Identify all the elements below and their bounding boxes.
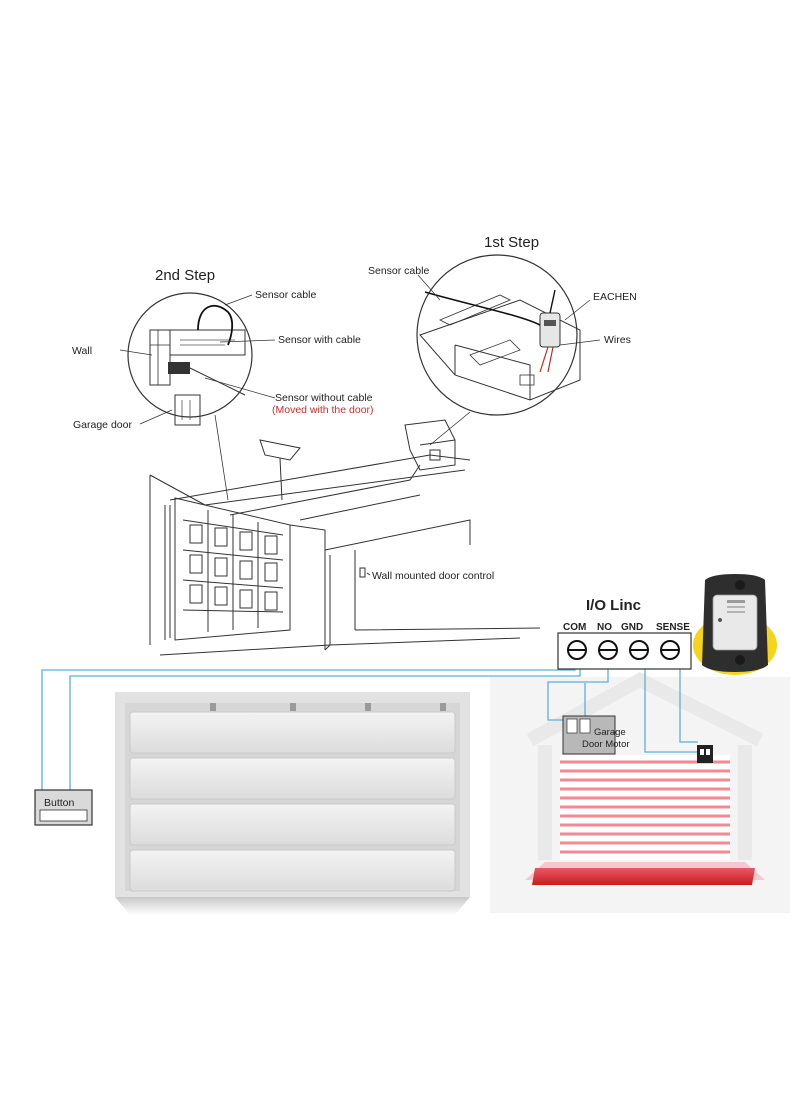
step1-detail: 1st Step Sensor cable EACHEN Wires: [368, 234, 637, 446]
garage-illustration: [149, 419, 541, 656]
sensor-block-icon: [168, 362, 190, 374]
terminal-screw-sense: [660, 640, 680, 660]
terminal-screw-no: [598, 640, 618, 660]
sensor-with-cable-label: Sensor with cable: [278, 334, 361, 346]
wall-control-label: Wall mounted door control: [372, 570, 494, 582]
wires-label: Wires: [604, 334, 631, 346]
terminal-screw-com: [567, 640, 587, 660]
sensor-without-cable-label: Sensor without cable: [275, 392, 373, 404]
step2-detail: 2nd Step Sensor cable Sensor with cable …: [72, 267, 374, 501]
red-striped-door: [525, 755, 765, 885]
step2-sensor-cable-label: Sensor cable: [255, 289, 316, 301]
step1-sensor-cable-label: Sensor cable: [368, 265, 429, 277]
wall-label: Wall: [72, 345, 92, 357]
door-sensor-icon: [697, 745, 713, 763]
garage-door-motor: Garage Door Motor: [562, 715, 630, 755]
moved-with-door-note: (Moved with the door): [272, 404, 374, 416]
button-device: Button: [34, 789, 93, 826]
garage-door-label: Garage door: [73, 419, 132, 431]
garage-door-illustration: [115, 692, 470, 915]
step2-title: 2nd Step: [155, 267, 215, 284]
eachen-module-icon: [539, 312, 561, 348]
terminal-screw-gnd: [629, 640, 649, 660]
terminal-label-com: COM: [563, 622, 586, 633]
terminal-label-gnd: GND: [621, 622, 643, 633]
eachen-label: EACHEN: [593, 291, 637, 303]
wiring-lines: [41, 660, 698, 790]
step1-title: 1st Step: [484, 234, 539, 251]
step1-magnifier-circle: [416, 254, 578, 416]
io-linc-title: I/O Linc: [586, 597, 641, 614]
terminal-label-sense: SENSE: [656, 622, 690, 633]
motor-label-line1: Garage: [594, 727, 626, 738]
terminal-label-no: NO: [597, 622, 612, 633]
io-linc-terminal-block: I/O Linc COM NO GND SENSE: [557, 597, 692, 670]
button-label: Button: [44, 797, 75, 809]
io-linc-device-photo: [693, 574, 777, 675]
motor-label-line2: Door Motor: [582, 739, 630, 750]
